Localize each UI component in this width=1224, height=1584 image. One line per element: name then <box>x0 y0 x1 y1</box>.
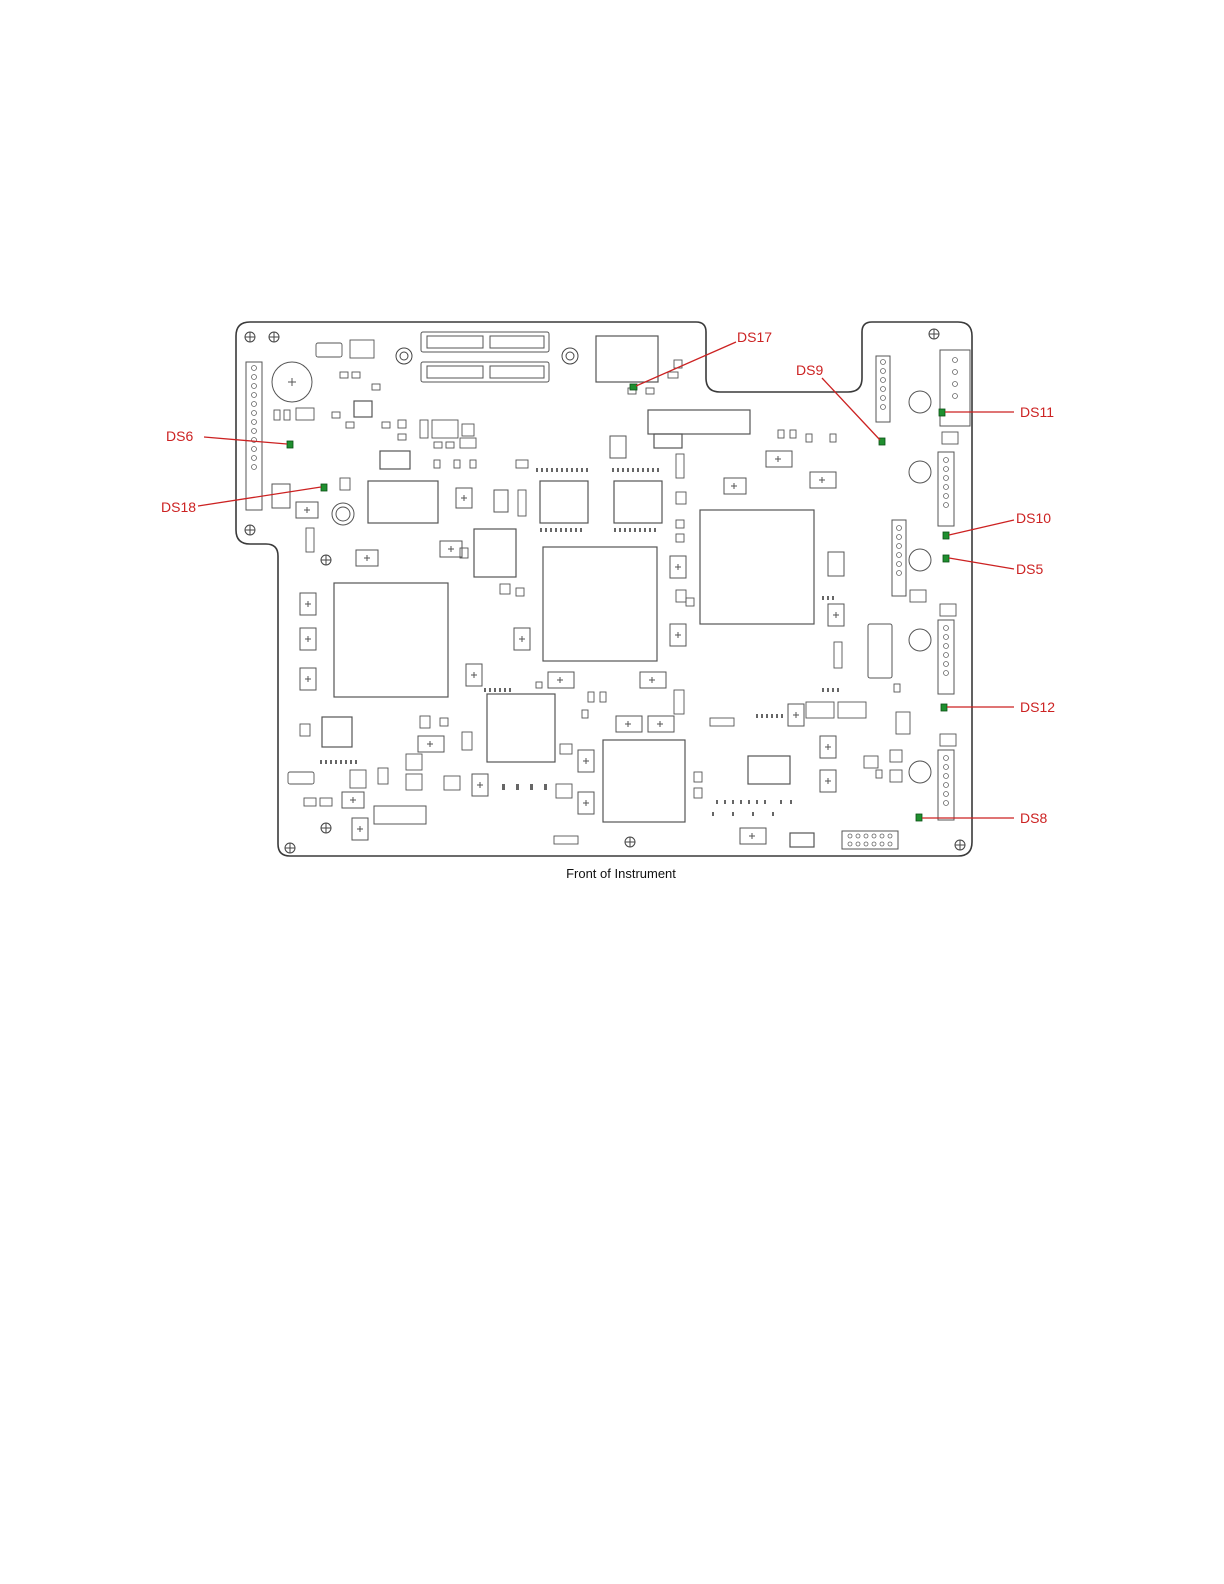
connector-pins <box>252 358 958 847</box>
callout-line-ds9 <box>822 378 880 440</box>
ic-chip <box>654 434 682 448</box>
ic-chip <box>334 583 448 697</box>
round-components <box>272 362 931 783</box>
callout-line-ds10 <box>949 520 1014 535</box>
ic-chip <box>790 833 814 847</box>
callout-line-ds5 <box>949 558 1014 569</box>
led-ds17 <box>630 384 637 390</box>
diagram-caption: Front of Instrument <box>566 866 676 881</box>
mounting-hole-icon <box>321 823 331 833</box>
mounting-hole-icon <box>285 843 295 853</box>
ic-chip <box>614 481 662 523</box>
callout-line-ds17 <box>636 342 736 386</box>
callout-label-ds10: DS10 <box>1016 510 1051 526</box>
mounting-hole-icon <box>321 555 331 565</box>
callout-line-ds18 <box>198 487 321 506</box>
ic-chip <box>474 529 516 577</box>
ic-chip <box>596 336 658 382</box>
mounting-hole-icon <box>245 525 255 535</box>
ic-chip <box>354 401 372 417</box>
callout-label-ds11: DS11 <box>1020 404 1054 420</box>
callout-label-ds12: DS12 <box>1020 699 1055 715</box>
ic-chip <box>648 410 750 434</box>
mounting-hole-icon <box>245 332 255 342</box>
board-outline <box>236 322 972 856</box>
callout-label-ds17: DS17 <box>737 329 772 345</box>
small-passives <box>274 340 958 844</box>
ic-chip <box>322 717 352 747</box>
pad-rows <box>320 468 839 816</box>
ic-chip <box>487 694 555 762</box>
mounting-hole-icon <box>955 840 965 850</box>
led-ds8 <box>916 814 922 821</box>
led-ds10 <box>943 532 949 539</box>
mounting-hole-icon <box>929 329 939 339</box>
mounting-holes <box>245 329 965 853</box>
mounting-hole-icon <box>625 837 635 847</box>
ic-chip <box>368 481 438 523</box>
callout-label-ds8: DS8 <box>1020 810 1047 826</box>
ic-chip <box>543 547 657 661</box>
capacitors <box>272 436 844 844</box>
callout-label-ds18: DS18 <box>161 499 196 515</box>
led-indicators <box>287 384 949 821</box>
led-ds11 <box>939 409 945 416</box>
led-ds5 <box>943 555 949 562</box>
ic-chip <box>380 451 410 469</box>
edge-connectors <box>246 332 970 849</box>
led-ds6 <box>287 441 293 448</box>
led-ds18 <box>321 484 327 491</box>
callout-label-ds5: DS5 <box>1016 561 1043 577</box>
callout-label-ds9: DS9 <box>796 362 823 378</box>
large-ics <box>322 336 814 847</box>
ic-chip <box>603 740 685 822</box>
callout-label-ds6: DS6 <box>166 428 193 444</box>
ic-chip <box>748 756 790 784</box>
led-ds12 <box>941 704 947 711</box>
ic-chip <box>700 510 814 624</box>
callout-labels: DS6 DS18 DS17 DS9 DS11 DS10 DS5 DS12 DS8 <box>161 329 1055 826</box>
ic-chip <box>540 481 588 523</box>
mounting-hole-icon <box>269 332 279 342</box>
